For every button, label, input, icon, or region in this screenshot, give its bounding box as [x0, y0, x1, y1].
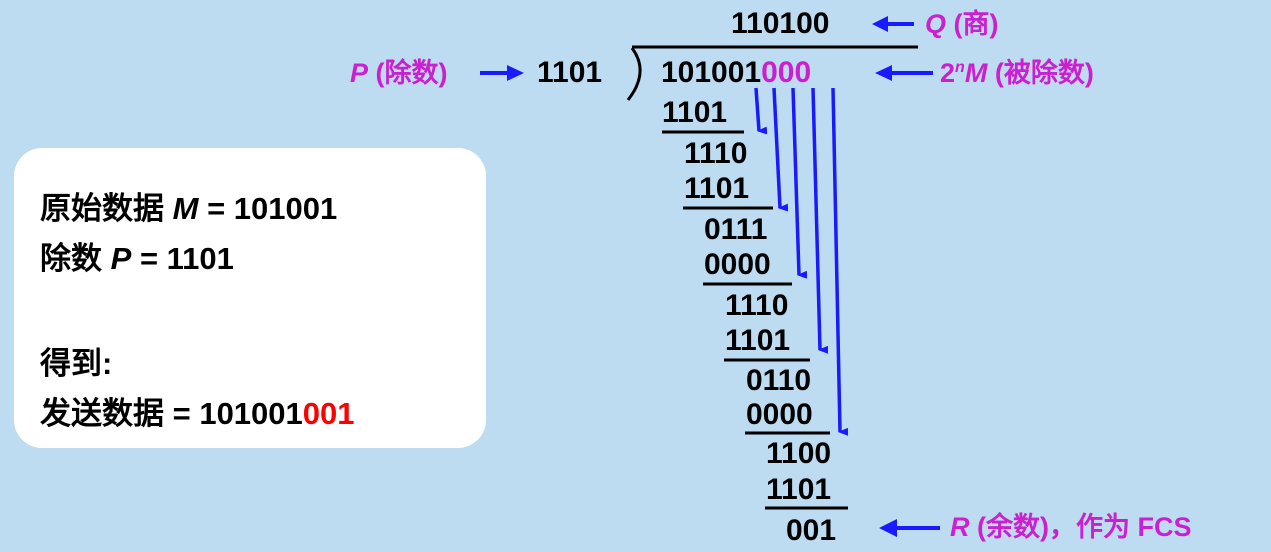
bring-down-arrow-4 — [811, 87, 829, 354]
step-6: 1110 — [725, 289, 789, 322]
dividend-padding-bits: 000 — [761, 56, 812, 89]
original-data-label: 原始数据 — [40, 191, 164, 226]
info-card: 原始数据 M = 101001 除数 P = 1101 得到: 发送数据 = 1… — [14, 148, 486, 448]
quotient-value: 110100 — [731, 7, 830, 40]
divisor-label: P (除数) — [350, 60, 448, 87]
step-2: 1110 — [684, 137, 748, 170]
p-variable: P — [110, 241, 132, 276]
step-10: 1100 — [766, 437, 832, 470]
dividend-label-base: 2 — [940, 58, 956, 88]
step-3: 1101 — [684, 172, 750, 205]
original-data-value: = 101001 — [207, 191, 338, 226]
step-8: 0110 — [746, 364, 812, 397]
dividend-label: 2nM (被除数) — [940, 60, 1094, 87]
sent-data-label: 发送数据 = 101001 — [40, 396, 303, 431]
bring-down-arrow-1 — [754, 87, 768, 135]
remainder-label-text: (余数)，作为 FCS — [977, 512, 1192, 542]
dividend-value: 101001000 — [661, 58, 811, 88]
divisor-line: 除数 P = 1101 — [40, 233, 234, 278]
step-1: 1101 — [662, 96, 728, 129]
divisor-label-text: (除数) — [375, 58, 448, 88]
step-9: 0000 — [746, 398, 813, 431]
division-bracket — [626, 47, 642, 101]
bring-down-arrow-5 — [831, 87, 849, 436]
divisor-label: 除数 — [40, 241, 102, 276]
step-4: 0111 — [704, 213, 768, 246]
quotient-label: Q (商) — [925, 11, 999, 38]
bring-down-arrow-2 — [772, 87, 789, 212]
dividend-label-exponent: n — [955, 59, 965, 76]
step-5: 0000 — [704, 248, 771, 281]
p-label-variable: P — [350, 58, 369, 88]
result-heading: 得到: — [40, 346, 113, 381]
remainder-arrowhead — [879, 519, 897, 537]
q-variable: Q — [925, 9, 947, 39]
dividend-data-bits: 101001 — [661, 56, 762, 89]
step-7: 1101 — [725, 324, 791, 357]
sent-data-fcs: 001 — [302, 396, 355, 431]
remainder-value: 001 — [786, 514, 837, 547]
step-11: 1101 — [766, 473, 832, 506]
dividend-arrowhead — [875, 65, 892, 81]
sent-data-line: 发送数据 = 101001001 — [40, 388, 355, 433]
divisor-value: = 1101 — [139, 241, 234, 276]
quotient-arrowhead — [872, 16, 888, 32]
bring-down-arrow-3 — [791, 87, 808, 279]
remainder-label: R (余数)，作为 FCS — [950, 514, 1192, 541]
divisor-arrowhead — [507, 65, 524, 81]
original-data-line: 原始数据 M = 101001 — [40, 183, 337, 228]
r-variable: R — [950, 512, 970, 542]
dividend-label-text: (被除数) — [994, 58, 1094, 88]
m-variable: M — [172, 191, 199, 226]
m-label-variable: M — [964, 58, 988, 88]
divisor-value: 1101 — [537, 56, 603, 89]
quotient-label-text: (商) — [953, 9, 999, 39]
